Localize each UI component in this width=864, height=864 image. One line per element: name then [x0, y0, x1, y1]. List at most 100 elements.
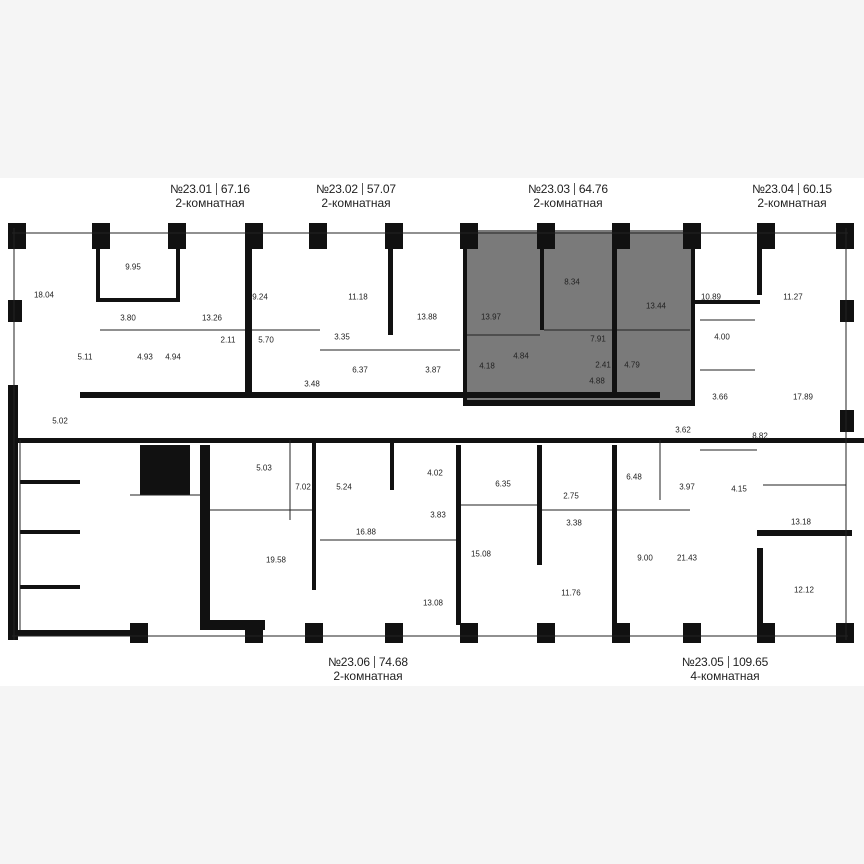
- apartment-area: 109.65: [732, 655, 769, 669]
- column: [612, 623, 630, 643]
- column: [537, 223, 555, 249]
- room-area-label: 13.08: [422, 598, 444, 608]
- wall: [757, 548, 763, 628]
- room-area-label: 13.44: [645, 301, 667, 311]
- apartment-type: 2-комнатная: [175, 196, 245, 210]
- room-area-label: 12.12: [793, 585, 815, 595]
- room-area-label: 18.04: [33, 290, 55, 300]
- room-area-label: 7.91: [590, 334, 606, 344]
- column: [836, 623, 854, 643]
- apartment-label-23-04[interactable]: №23.04 60.15 2-комнатная: [732, 182, 852, 210]
- column: [305, 623, 323, 643]
- apartment-23-03-highlight[interactable]: [463, 230, 695, 405]
- room-area-label: 3.38: [566, 518, 582, 528]
- column: [8, 300, 22, 322]
- wall: [80, 392, 660, 398]
- room-area-label: 8.82: [752, 431, 768, 441]
- wall: [18, 438, 130, 443]
- wall: [757, 530, 852, 536]
- wall: [695, 300, 760, 304]
- wall: [96, 235, 100, 300]
- room-area-label: 2.41: [595, 360, 611, 370]
- column: [309, 223, 327, 249]
- column: [92, 223, 110, 249]
- room-area-label: 3.80: [120, 313, 136, 323]
- column: [683, 623, 701, 643]
- room-area-label: 6.48: [626, 472, 642, 482]
- column: [8, 223, 26, 249]
- room-area-label: 4.00: [714, 332, 730, 342]
- room-area-label: 4.94: [165, 352, 181, 362]
- wall: [691, 228, 695, 406]
- wall: [537, 445, 542, 565]
- room-area-label: 17.89: [792, 392, 814, 402]
- apartment-number: №23.04: [752, 182, 794, 196]
- room-area-label: 5.24: [336, 482, 352, 492]
- apartment-area: 57.07: [366, 182, 396, 196]
- apartment-number: №23.06: [328, 655, 370, 669]
- apartment-area: 60.15: [802, 182, 832, 196]
- wall: [20, 585, 80, 589]
- wall: [130, 438, 864, 443]
- room-area-label: 4.02: [427, 468, 443, 478]
- wall: [200, 620, 265, 630]
- room-area-label: 4.79: [624, 360, 640, 370]
- wall: [463, 228, 467, 406]
- partitions: [12, 228, 848, 640]
- room-area-label: 8.34: [564, 277, 580, 287]
- room-area-label: 4.88: [589, 376, 605, 386]
- column: [460, 223, 478, 249]
- room-area-label: 3.62: [675, 425, 691, 435]
- column: [385, 623, 403, 643]
- apartment-area: 64.76: [578, 182, 608, 196]
- wall: [140, 445, 190, 495]
- room-area-label: 9.00: [637, 553, 653, 563]
- apartment-type: 2-комнатная: [757, 196, 827, 210]
- walls: [8, 223, 864, 643]
- wall: [540, 240, 544, 330]
- apartment-number: №23.01: [170, 182, 212, 196]
- wall: [20, 530, 80, 534]
- room-area-label: 3.66: [712, 392, 728, 402]
- room-area-label: 6.37: [352, 365, 368, 375]
- apartment-area: 74.68: [378, 655, 408, 669]
- room-area-label: 3.97: [679, 482, 695, 492]
- room-area-label: 3.48: [304, 379, 320, 389]
- wall: [96, 298, 180, 302]
- wall: [18, 630, 133, 636]
- column: [460, 623, 478, 643]
- apartment-type: 2-комнатная: [321, 196, 391, 210]
- column: [840, 410, 854, 432]
- room-area-label: 13.18: [790, 517, 812, 527]
- room-area-label: 10.89: [700, 292, 722, 302]
- column: [836, 223, 854, 249]
- room-area-label: 13.88: [416, 312, 438, 322]
- column: [385, 223, 403, 249]
- column: [130, 623, 148, 643]
- room-area-label: 5.70: [258, 335, 274, 345]
- room-area-label: 13.97: [480, 312, 502, 322]
- room-area-label: 4.84: [513, 351, 529, 361]
- room-area-label: 15.08: [470, 549, 492, 559]
- room-area-label: 4.93: [137, 352, 153, 362]
- wall: [612, 240, 617, 395]
- wall: [8, 385, 18, 640]
- room-area-label: 2.75: [563, 491, 579, 501]
- room-area-label: 7.02: [295, 482, 311, 492]
- room-area-label: 21.43: [676, 553, 698, 563]
- room-area-label: 11.18: [348, 292, 368, 302]
- room-area-label: 16.88: [355, 527, 377, 537]
- room-area-label: 3.83: [430, 510, 446, 520]
- wall: [200, 445, 210, 625]
- room-area-label: 3.87: [425, 365, 441, 375]
- wall: [612, 445, 617, 625]
- room-area-label: 4.15: [731, 484, 747, 494]
- room-area-label: 4.18: [479, 361, 495, 371]
- wall: [390, 440, 394, 490]
